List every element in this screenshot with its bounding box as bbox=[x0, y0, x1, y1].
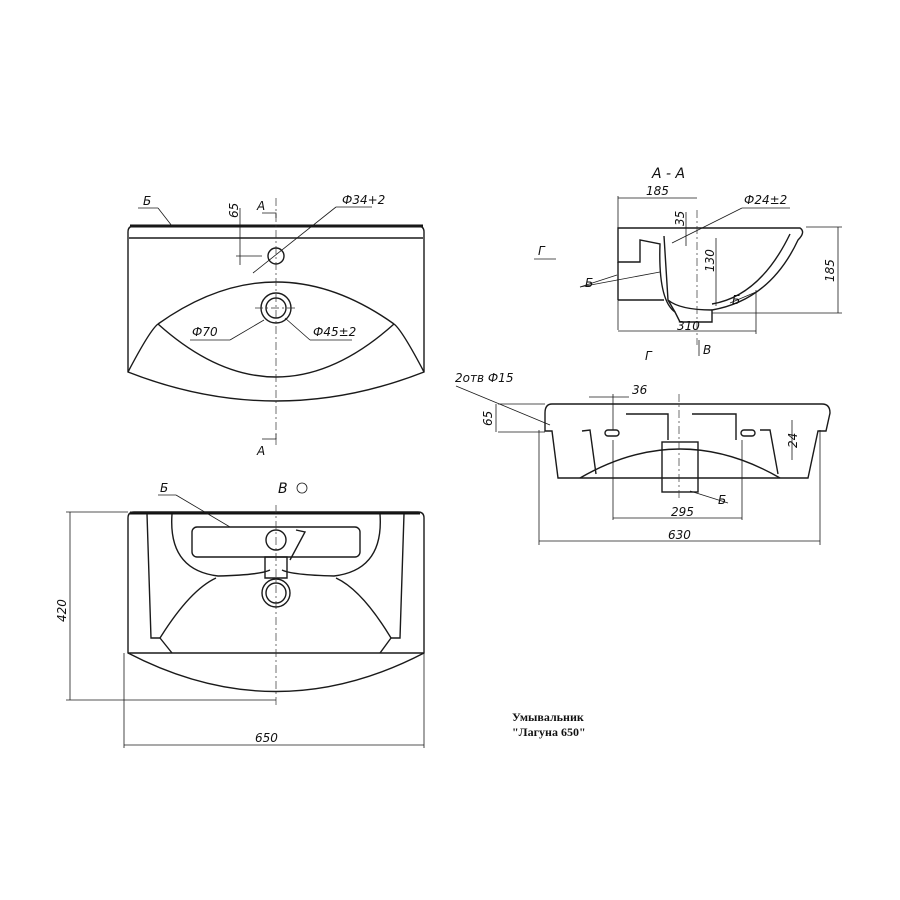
top-label-b: Б bbox=[143, 194, 151, 208]
title-line-1: Умывальник bbox=[512, 710, 584, 724]
section-aa-view: A - A 185 35 Ф24±2 130 185 Г Б Б 310 В bbox=[534, 166, 842, 357]
bottom-view-title: В bbox=[278, 481, 288, 497]
dim-295: 295 bbox=[671, 505, 694, 519]
dim-310: 310 bbox=[677, 319, 700, 333]
section-mark-a-bottom: A bbox=[256, 444, 265, 458]
dim-630: 630 bbox=[668, 528, 691, 542]
section-label-b-right: Б bbox=[732, 293, 740, 307]
dia-drain-outer: Ф70 bbox=[192, 325, 218, 339]
top-dim-65: 65 bbox=[227, 203, 241, 218]
section-label-b-left: Б bbox=[585, 276, 593, 290]
dim-35: 35 bbox=[673, 211, 687, 226]
dia-overflow: Ф24±2 bbox=[744, 193, 787, 207]
dim-185-height: 185 bbox=[823, 259, 837, 282]
holes-note: 2отв Ф15 bbox=[455, 371, 513, 385]
view-g-title: Г bbox=[645, 349, 653, 363]
bottom-label-b: Б bbox=[160, 481, 168, 495]
dim-420: 420 bbox=[55, 599, 69, 622]
view-v-arrow-label: В bbox=[703, 343, 711, 357]
dim-185-top: 185 bbox=[646, 184, 669, 198]
view-g-label-b: Б bbox=[718, 493, 726, 507]
view-g: Г 2отв Ф15 36 65 24 Б 295 630 bbox=[455, 349, 831, 545]
dim-36: 36 bbox=[632, 383, 648, 397]
section-aa-title: A - A bbox=[651, 166, 685, 182]
drawing-title: Умывальник "Лагуна 650" bbox=[512, 710, 586, 740]
dia-drain-inner: Ф45±2 bbox=[313, 325, 356, 339]
title-line-2: "Лагуна 650" bbox=[512, 725, 586, 739]
dim-650: 650 bbox=[255, 731, 278, 745]
dim-65-g: 65 bbox=[481, 411, 495, 426]
section-mark-a-top: A bbox=[256, 199, 265, 213]
top-view: Б 65 A Ф34+2 Ф70 Ф45±2 A bbox=[127, 193, 425, 458]
bottom-view: В Б 420 650 bbox=[55, 481, 425, 748]
dia-tap-hole: Ф34+2 bbox=[342, 193, 385, 207]
view-g-arrow-label: Г bbox=[538, 244, 546, 258]
dim-130: 130 bbox=[703, 249, 717, 272]
dim-24: 24 bbox=[786, 433, 800, 448]
